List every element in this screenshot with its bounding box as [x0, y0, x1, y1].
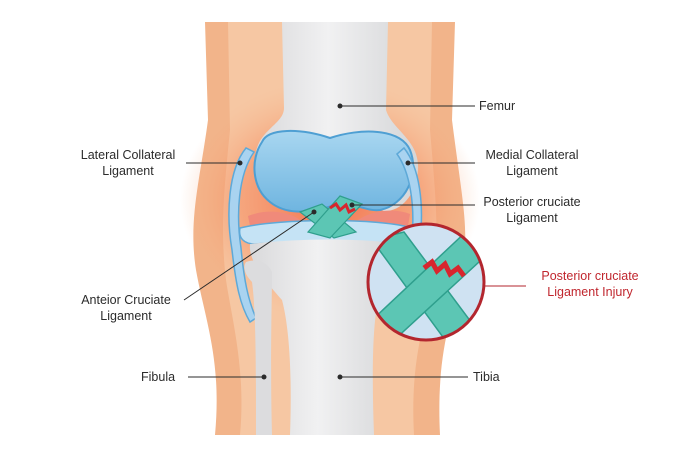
acl-leader — [183, 211, 315, 301]
lateral-collateral-label: Lateral Collateral Ligament — [72, 147, 184, 179]
posterior-cruciate-line1: Posterior cruciate — [483, 195, 581, 209]
leader-dots — [237, 103, 411, 380]
anterior-cruciate-line1: Anteior Cruciate — [81, 293, 171, 307]
posterior-cruciate-label: Posterior cruciate Ligament — [476, 194, 588, 226]
fibula-bone — [244, 260, 272, 435]
anterior-cruciate-label: Anteior Cruciate Ligament — [70, 292, 182, 324]
zoom-injury-circle — [366, 222, 486, 342]
medial-collateral-line1: Medial Collateral — [485, 148, 579, 162]
lateral-collateral-line2: Ligament — [102, 164, 154, 178]
tibia-label: Tibia — [473, 370, 500, 384]
femur-label: Femur — [479, 99, 516, 113]
lateral-collateral-line1: Lateral Collateral — [80, 148, 176, 162]
posterior-cruciate-injury-label: Posterior cruciate Ligament Injury — [528, 268, 652, 300]
leader-lines — [183, 105, 526, 378]
medial-collateral-line2: Ligament — [506, 164, 558, 178]
femoral-cartilage — [253, 129, 415, 213]
tibia-bone — [249, 239, 402, 435]
injury-line2: Ligament Injury — [547, 285, 633, 299]
fibula-label: Fibula — [141, 370, 176, 384]
medial-collateral-label: Medial Collateral Ligament — [476, 147, 588, 179]
posterior-cruciate-line2: Ligament — [506, 211, 558, 225]
injury-line1: Posterior cruciate — [541, 269, 639, 283]
anterior-cruciate-line2: Ligament — [100, 309, 152, 323]
